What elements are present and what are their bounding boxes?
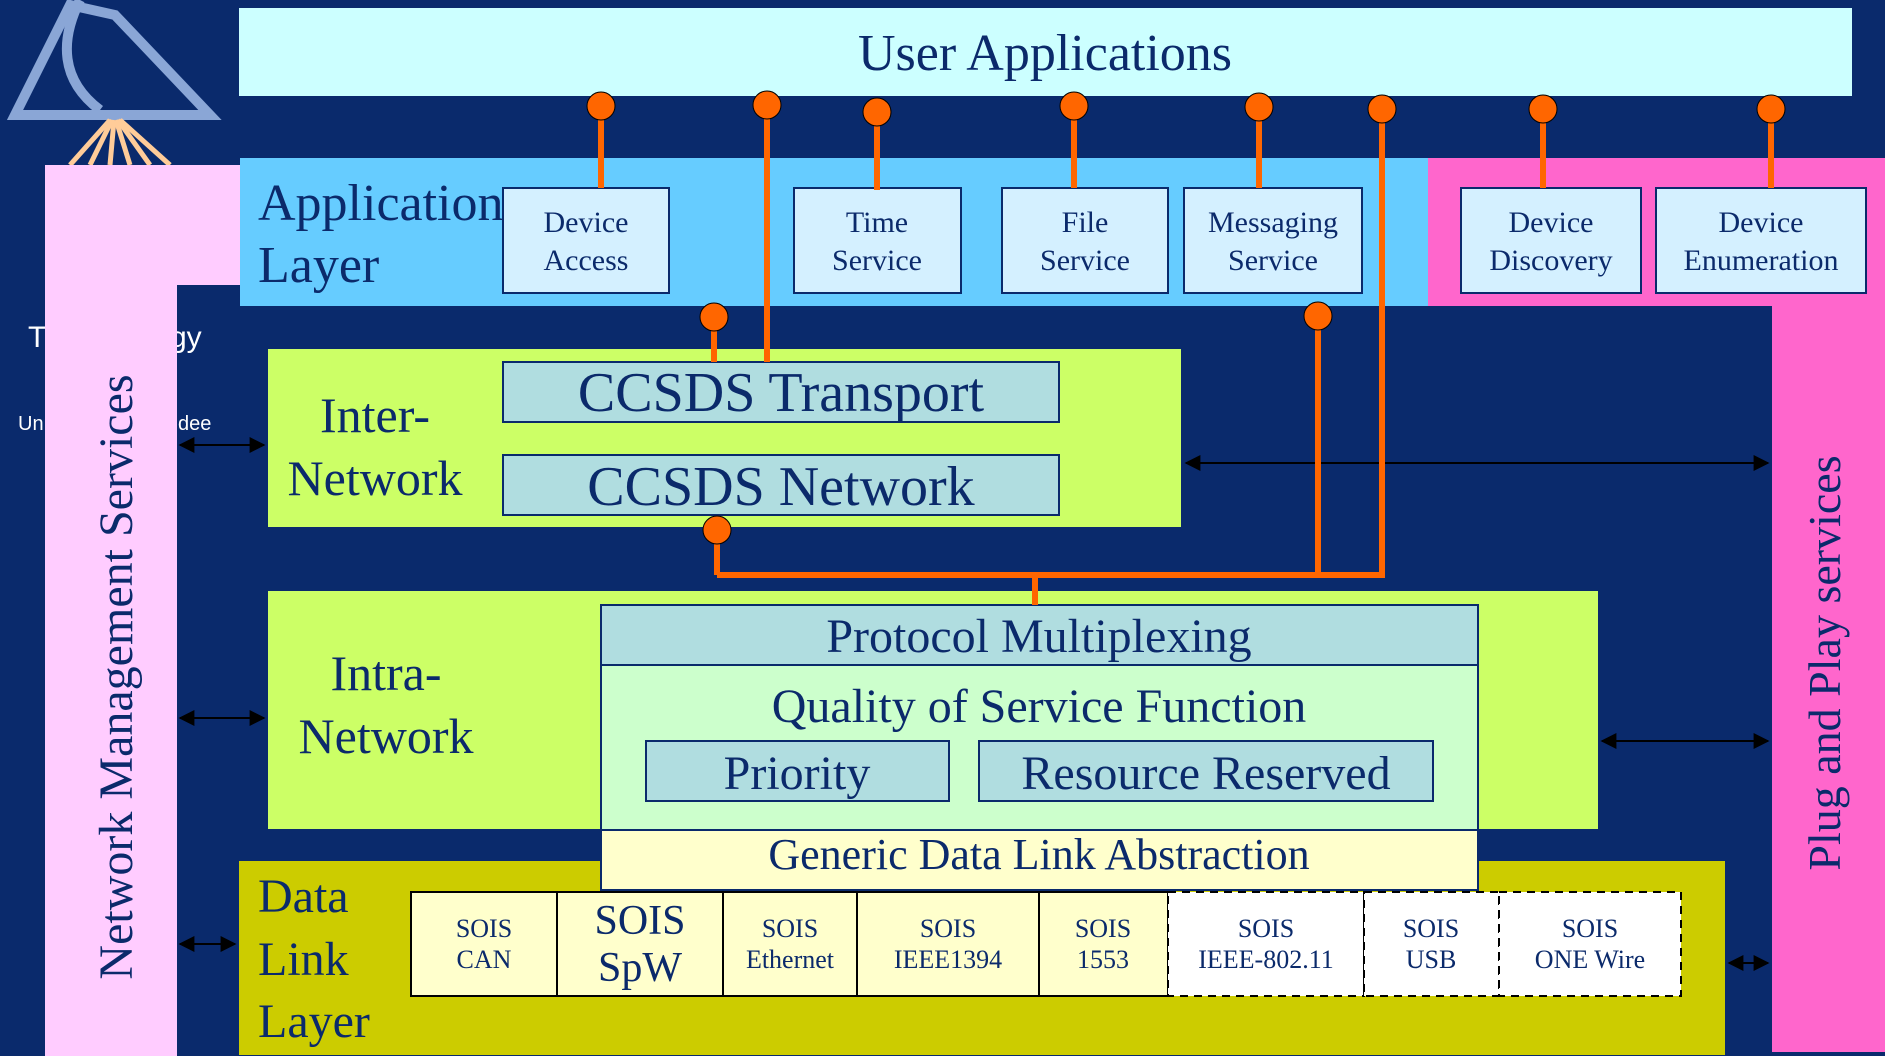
plug-and-play-services-label: Plug and Play services: [1799, 455, 1850, 870]
connector-dots: [586, 90, 1786, 545]
resource-reserved-box: [978, 740, 1434, 802]
resource-reserved-label: Resource Reserved: [1021, 747, 1390, 800]
messaging-service-line1: Messaging: [1208, 206, 1338, 239]
sois-1553-line1: SOIS: [1075, 914, 1131, 943]
sois-usb-line2: USB: [1406, 945, 1457, 974]
sois-ieee-802-11-line1: SOIS: [1238, 914, 1294, 943]
messaging-service-box: Messaging Service: [1183, 187, 1363, 294]
device-enumeration-line2: Enumeration: [1684, 244, 1839, 277]
sois-can-box: SOIS CAN: [410, 891, 558, 997]
protocol-multiplexing-box: [600, 604, 1479, 666]
network-management-services-panel: [45, 165, 242, 1056]
sois-usb-box: SOIS USB: [1363, 891, 1500, 997]
file-service-line2: Service: [1040, 244, 1130, 277]
sois-1553-line2: 1553: [1077, 945, 1129, 974]
device-access-line1: Device: [544, 206, 629, 239]
sois-ieee-802-11-box: SOIS IEEE-802.11: [1167, 891, 1365, 997]
sois-one-wire-box: SOIS ONE Wire: [1498, 891, 1682, 997]
time-service-box: Time Service: [793, 187, 962, 294]
user-applications-box: [237, 6, 1854, 98]
sois-ethernet-line1: SOIS: [762, 914, 818, 943]
file-service-box: File Service: [1001, 187, 1169, 294]
sois-ieee1394-line1: SOIS: [920, 914, 976, 943]
priority-box: [645, 740, 950, 802]
sois-1553-box: SOIS 1553: [1038, 891, 1169, 997]
sois-spw-line2: SpW: [598, 945, 682, 991]
ccsds-network-box: [502, 454, 1060, 516]
application-layer-label-line1: Application: [258, 175, 504, 232]
sois-one-wire-line1: SOIS: [1562, 914, 1618, 943]
messaging-service-line2: Service: [1228, 244, 1318, 277]
logo-text-d: dee: [178, 413, 211, 435]
time-service-line1: Time: [846, 206, 908, 239]
device-access-box: Device Access: [502, 187, 670, 294]
intra-network-label-line2: Network: [299, 708, 474, 764]
time-service-line2: Service: [832, 244, 922, 277]
application-layer-label-line2: Layer: [258, 237, 379, 294]
device-discovery-box: Device Discovery: [1460, 187, 1642, 294]
generic-data-link-abstraction-label: Generic Data Link Abstraction: [768, 830, 1309, 879]
file-service-line1: File: [1062, 206, 1109, 239]
device-access-line2: Access: [544, 244, 629, 277]
sois-can-line2: CAN: [457, 945, 512, 974]
device-enumeration-line1: Device: [1719, 206, 1804, 239]
data-link-layer-line1: Data: [258, 870, 349, 923]
ccsds-network-label: CCSDS Network: [587, 456, 974, 518]
device-enumeration-box: Device Enumeration: [1655, 187, 1867, 294]
data-link-layer-line2: Link: [258, 933, 349, 986]
sois-one-wire-line2: ONE Wire: [1535, 945, 1645, 974]
inter-network-label-line2: Network: [288, 450, 463, 506]
sois-ethernet-line2: Ethernet: [746, 945, 835, 974]
logo-text-a: T: [28, 321, 46, 354]
sois-ieee1394-line2: IEEE1394: [894, 945, 1002, 974]
protocol-multiplexing-label: Protocol Multiplexing: [826, 610, 1251, 663]
qos-function-label: Quality of Service Function: [772, 680, 1307, 733]
network-management-services-label: Network Management Services: [90, 374, 143, 979]
generic-data-link-abstraction-box: [600, 829, 1479, 891]
logo-text-c: Un: [18, 413, 44, 435]
sois-can-line1: SOIS: [456, 914, 512, 943]
sois-usb-line1: SOIS: [1403, 914, 1459, 943]
interface-arrows: [178, 437, 1770, 971]
device-discovery-line1: Device: [1509, 206, 1594, 239]
data-link-layer-line3: Layer: [258, 995, 370, 1048]
inter-network-label-line1: Inter-: [320, 387, 430, 443]
ccsds-transport-label: CCSDS Transport: [578, 362, 985, 424]
ccsds-transport-box: [502, 361, 1060, 423]
sois-spw-line1: SOIS: [594, 898, 685, 944]
sois-ieee1394-box: SOIS IEEE1394: [856, 891, 1040, 997]
sois-ieee-802-11-line2: IEEE-802.11: [1198, 945, 1334, 974]
user-applications-label: User Applications: [858, 25, 1232, 82]
sois-ethernet-box: SOIS Ethernet: [722, 891, 858, 997]
device-discovery-line2: Discovery: [1489, 244, 1612, 277]
priority-label: Priority: [724, 747, 871, 800]
sois-spw-box: SOIS SpW: [556, 891, 724, 997]
intra-network-label-line1: Intra-: [330, 645, 441, 701]
